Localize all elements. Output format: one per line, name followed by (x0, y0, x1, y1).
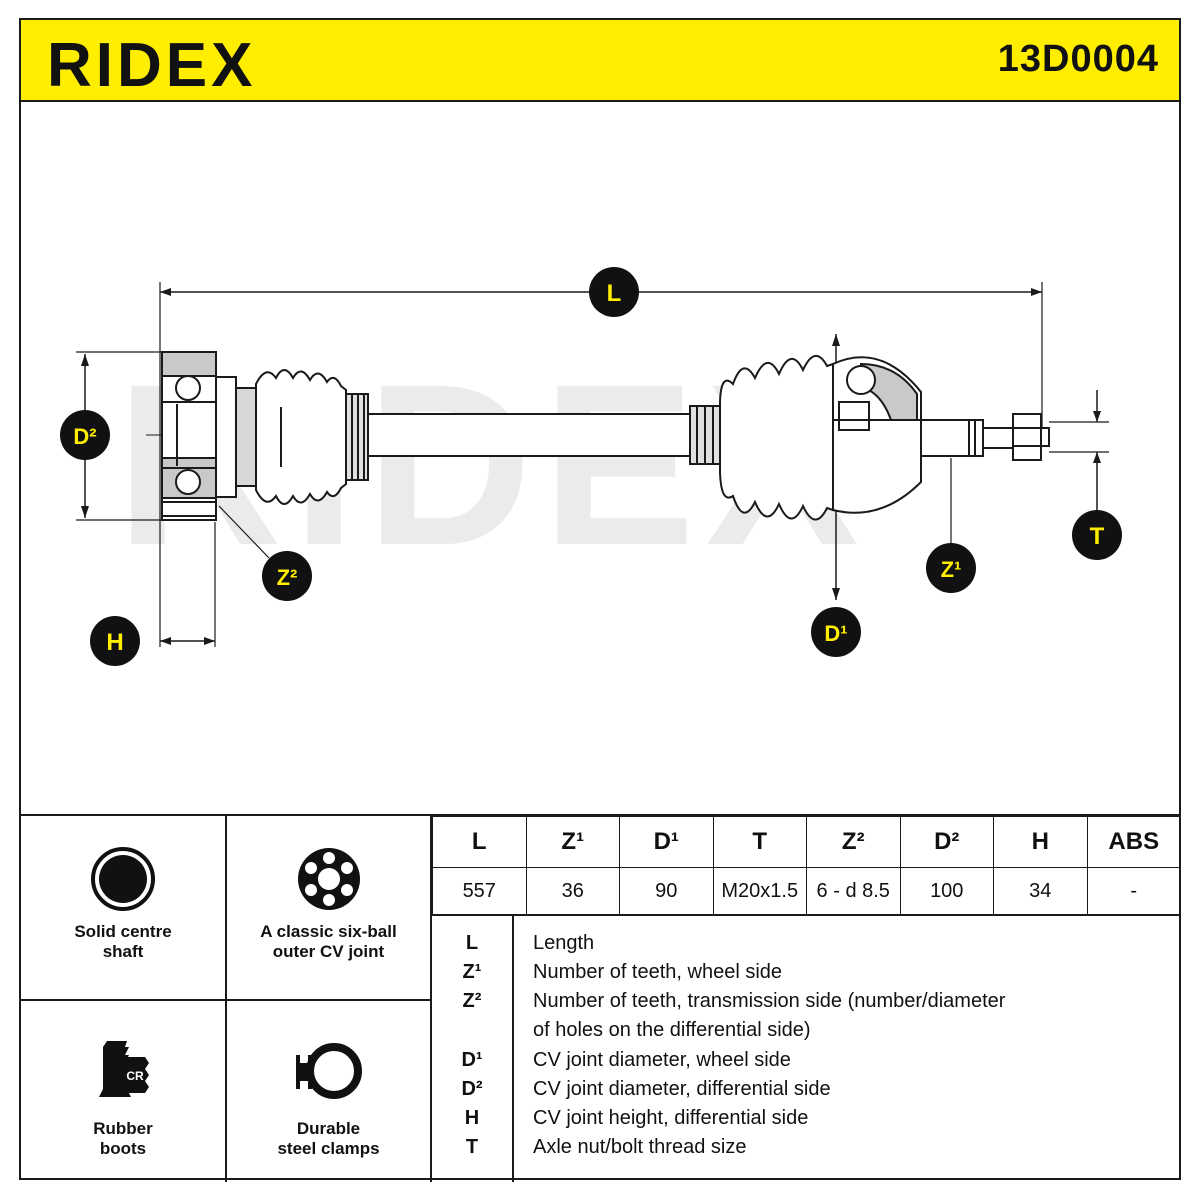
label-D1: D¹ (811, 607, 861, 657)
spec-header-row: L Z¹ D¹ T Z² D² H ABS (432, 816, 1181, 868)
feature-divider (21, 999, 432, 1001)
legend-divider (512, 916, 514, 1182)
legend-key: L (465, 932, 479, 954)
svg-text:Z²: Z² (277, 565, 298, 590)
rubber-boot-icon: CR (99, 1041, 149, 1097)
feature-label: steel clamps (277, 1139, 380, 1158)
spec-header: ABS (1086, 816, 1181, 868)
svg-text:RIDEX: RIDEX (47, 31, 256, 98)
spec-value: 100 (899, 867, 994, 915)
svg-text:CR: CR (126, 1069, 144, 1083)
feature-label: Solid centre (74, 922, 172, 941)
svg-text:D¹: D¹ (824, 621, 847, 646)
label-T: T (1072, 510, 1122, 560)
spec-header: H (993, 816, 1088, 868)
legend-row: Z¹ Number of teeth, wheel side (432, 961, 1181, 990)
shaft-drawing (76, 282, 1109, 647)
spec-value: 6 - d 8.5 (806, 867, 901, 915)
ridex-logo: RIDEX (47, 31, 256, 98)
legend-key: T (465, 1136, 479, 1158)
svg-text:D²: D² (73, 424, 96, 449)
spec-header: L (432, 816, 527, 868)
feature-label: shaft (102, 942, 144, 961)
drive-shaft-diagram: RIDEX (21, 102, 1179, 814)
spec-header: T (712, 816, 807, 868)
spec-value-row: 557 36 90 M20x1.5 6 - d 8.5 100 34 - (432, 867, 1181, 915)
spec-value: 36 (525, 867, 620, 915)
label-D2: D² (60, 410, 110, 460)
legend-desc: CV joint diameter, wheel side (533, 1049, 791, 1071)
svg-text:Z¹: Z¹ (941, 557, 962, 582)
legend-desc: Number of teeth, transmission side (numb… (533, 990, 1006, 1012)
svg-text:H: H (106, 629, 123, 656)
section-divider (430, 816, 432, 1182)
legend-key: H (464, 1107, 480, 1129)
legend: L Length Z¹ Number of teeth, wheel side … (432, 916, 1181, 1182)
legend-key: D² (461, 1078, 483, 1100)
legend-row: Z² Number of teeth, transmission side (n… (432, 990, 1181, 1019)
legend-desc: of holes on the differential side) (533, 1019, 811, 1041)
feature-label: Durable (296, 1119, 361, 1138)
feature-label: outer CV joint (272, 942, 385, 961)
solid-shaft-icon (91, 847, 155, 911)
legend-desc: CV joint height, differential side (533, 1107, 809, 1129)
feature-six-ball-joint: A classic six-ball outer CV joint (227, 816, 432, 999)
feature-label: A classic six-ball (260, 922, 397, 941)
spec-header: Z² (806, 816, 901, 868)
legend-desc: Number of teeth, wheel side (533, 961, 783, 983)
feature-label: Rubber (93, 1119, 153, 1138)
legend-key: Z² (462, 990, 482, 1012)
legend-key: D¹ (461, 1049, 483, 1071)
label-Z2: Z² (262, 551, 312, 601)
legend-row: D² CV joint diameter, differential side (432, 1078, 1181, 1107)
label-H: H (90, 616, 140, 666)
legend-row: D¹ CV joint diameter, wheel side (432, 1049, 1181, 1078)
spec-value: M20x1.5 (712, 867, 807, 915)
legend-row: of holes on the differential side) (432, 1019, 1181, 1048)
feature-rubber-boots: CR Rubber boots (21, 1001, 227, 1182)
diagram-canvas: RIDEX (60, 267, 1122, 666)
spec-header: D¹ (619, 816, 714, 868)
label-Z1: Z¹ (926, 543, 976, 593)
specs-section: Solid centre shaft A classic six-ball ou… (21, 814, 1181, 1182)
legend-desc: Length (533, 932, 595, 954)
legend-desc: Axle nut/bolt thread size (533, 1136, 747, 1158)
spec-value: 557 (432, 867, 527, 915)
spec-header: D² (899, 816, 994, 868)
legend-key: Z¹ (462, 961, 482, 983)
spec-table: L Z¹ D¹ T Z² D² H ABS 557 36 90 M20x1.5 … (432, 816, 1181, 915)
page-frame: RIDEX 13D0004 RIDEX (19, 18, 1181, 1182)
table-legend-divider (432, 914, 1181, 916)
six-ball-joint-icon (297, 848, 360, 910)
svg-text:L: L (607, 280, 622, 307)
legend-desc: CV joint diameter, differential side (533, 1078, 831, 1100)
svg-text:T: T (1090, 523, 1105, 550)
label-L: L (589, 267, 639, 317)
feature-steel-clamps: Durable steel clamps (227, 1001, 432, 1182)
spec-value: - (1086, 867, 1181, 915)
spec-value: 34 (993, 867, 1088, 915)
spec-value: 90 (619, 867, 714, 915)
header-bar: RIDEX 13D0004 (21, 20, 1179, 102)
diagram-labels: L D² Z² H D¹ (60, 267, 1122, 666)
legend-row: T Axle nut/bolt thread size (432, 1136, 1181, 1165)
legend-row: H CV joint height, differential side (432, 1107, 1181, 1136)
feature-label: boots (99, 1139, 147, 1158)
part-number: 13D0004 (997, 38, 1159, 80)
spec-header: Z¹ (525, 816, 620, 868)
feature-solid-shaft: Solid centre shaft (21, 816, 227, 999)
steel-clamp-icon (295, 1043, 362, 1099)
legend-row: L Length (432, 932, 1181, 961)
